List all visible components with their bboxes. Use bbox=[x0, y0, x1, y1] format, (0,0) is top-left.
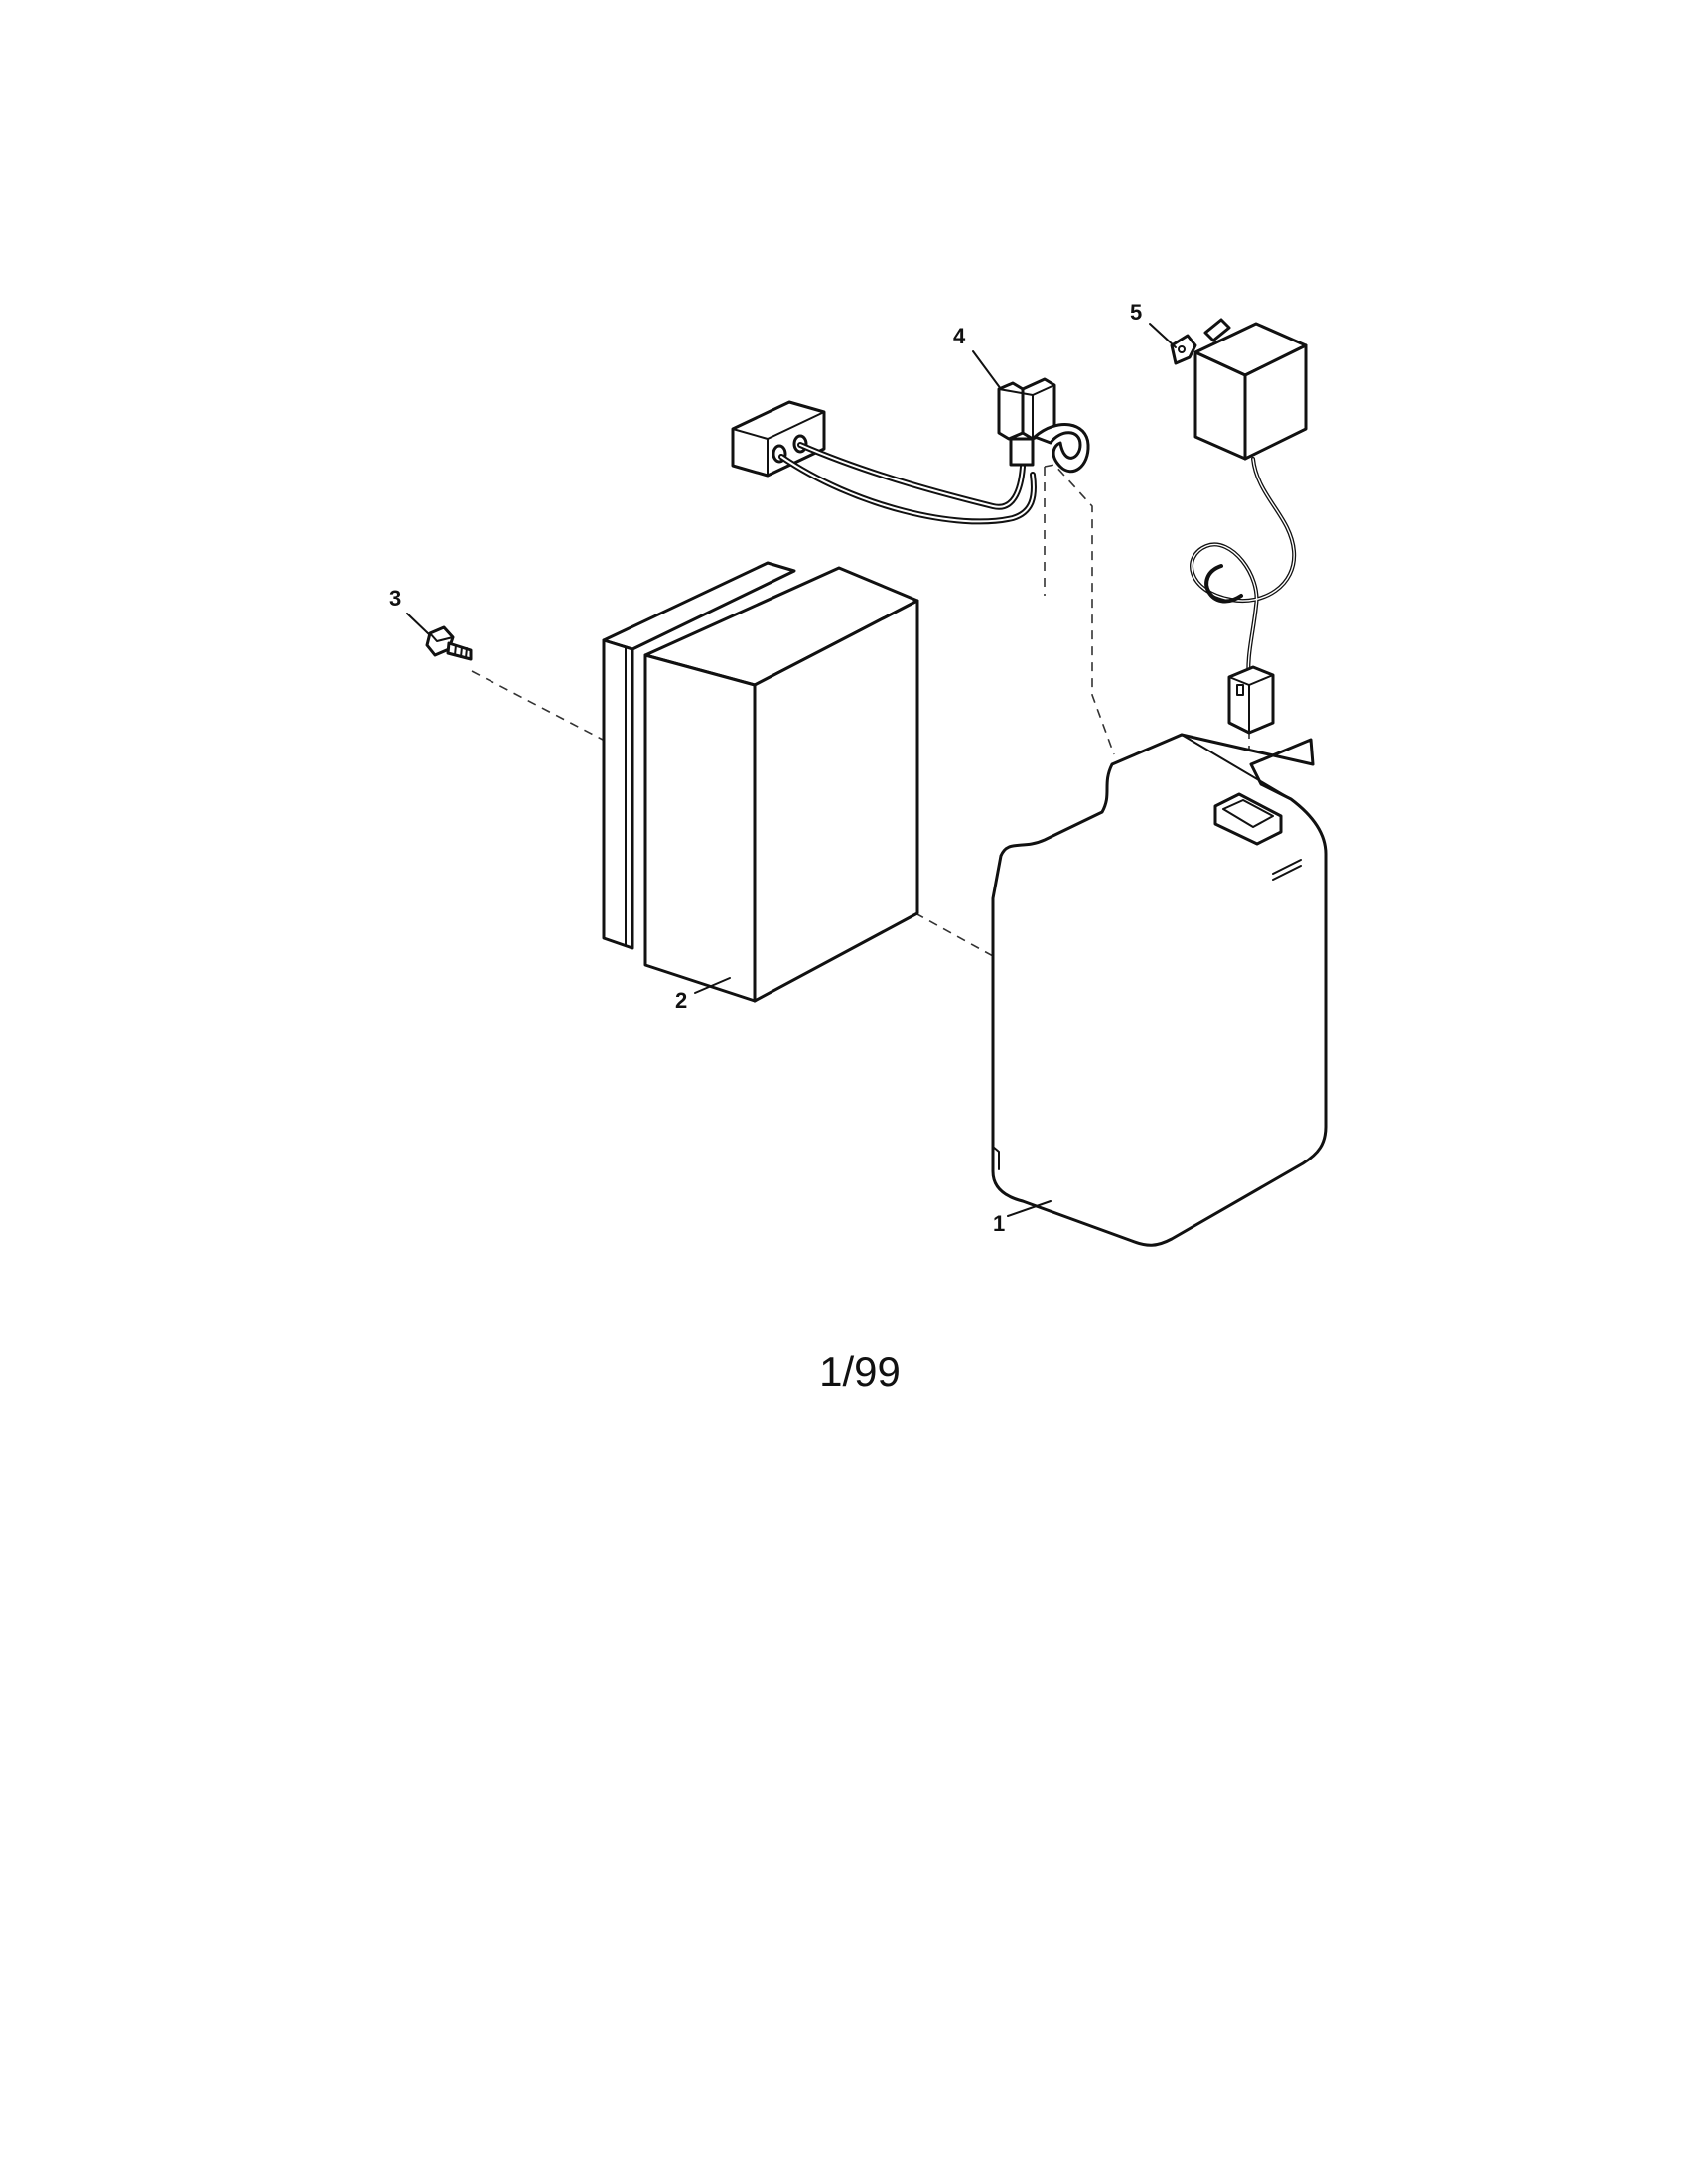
battery-lead-wire-a bbox=[797, 442, 1026, 510]
leader-line-5 bbox=[1149, 323, 1177, 348]
charger-prong-top bbox=[1203, 318, 1231, 342]
leader-line-1 bbox=[1007, 1200, 1052, 1217]
leader-line-4 bbox=[972, 350, 1002, 390]
leader-line-2 bbox=[694, 977, 731, 994]
battery-box-side bbox=[753, 599, 919, 1003]
terminal-block bbox=[731, 400, 826, 478]
callout-1: 1 bbox=[993, 1211, 1005, 1236]
battery-box-front bbox=[643, 653, 757, 1003]
screw-shank bbox=[446, 641, 473, 661]
leader-line-3 bbox=[406, 613, 431, 636]
battery-case-part bbox=[991, 733, 1328, 1247]
screw-guide-line bbox=[471, 670, 604, 741]
clip-hook bbox=[1033, 423, 1090, 474]
case-body bbox=[991, 733, 1328, 1247]
callout-2: 2 bbox=[675, 988, 687, 1013]
battery-pack-part bbox=[602, 400, 1037, 1003]
callout-3: 3 bbox=[389, 586, 401, 611]
wire-clip-part bbox=[997, 377, 1090, 474]
footer-date-code: 1/99 bbox=[819, 1348, 901, 1395]
battery-to-case-guide-line bbox=[914, 912, 994, 957]
callout-4: 4 bbox=[953, 324, 966, 348]
charger-connector-plug bbox=[1227, 665, 1275, 735]
leader-lines bbox=[406, 323, 1177, 1217]
clip-base bbox=[1009, 437, 1035, 467]
callout-5: 5 bbox=[1130, 300, 1142, 325]
charger-cord bbox=[1190, 457, 1297, 687]
case-label-slot bbox=[1272, 859, 1302, 881]
charger-body-side bbox=[1243, 343, 1308, 461]
case-charger-socket bbox=[1213, 792, 1283, 846]
screw-part bbox=[425, 625, 473, 661]
charger-cord-loop bbox=[1204, 564, 1243, 604]
clip-to-case-guide-line bbox=[1044, 464, 1115, 755]
charger-adapter-part bbox=[1170, 318, 1308, 735]
mounting-plate-side bbox=[602, 638, 634, 950]
